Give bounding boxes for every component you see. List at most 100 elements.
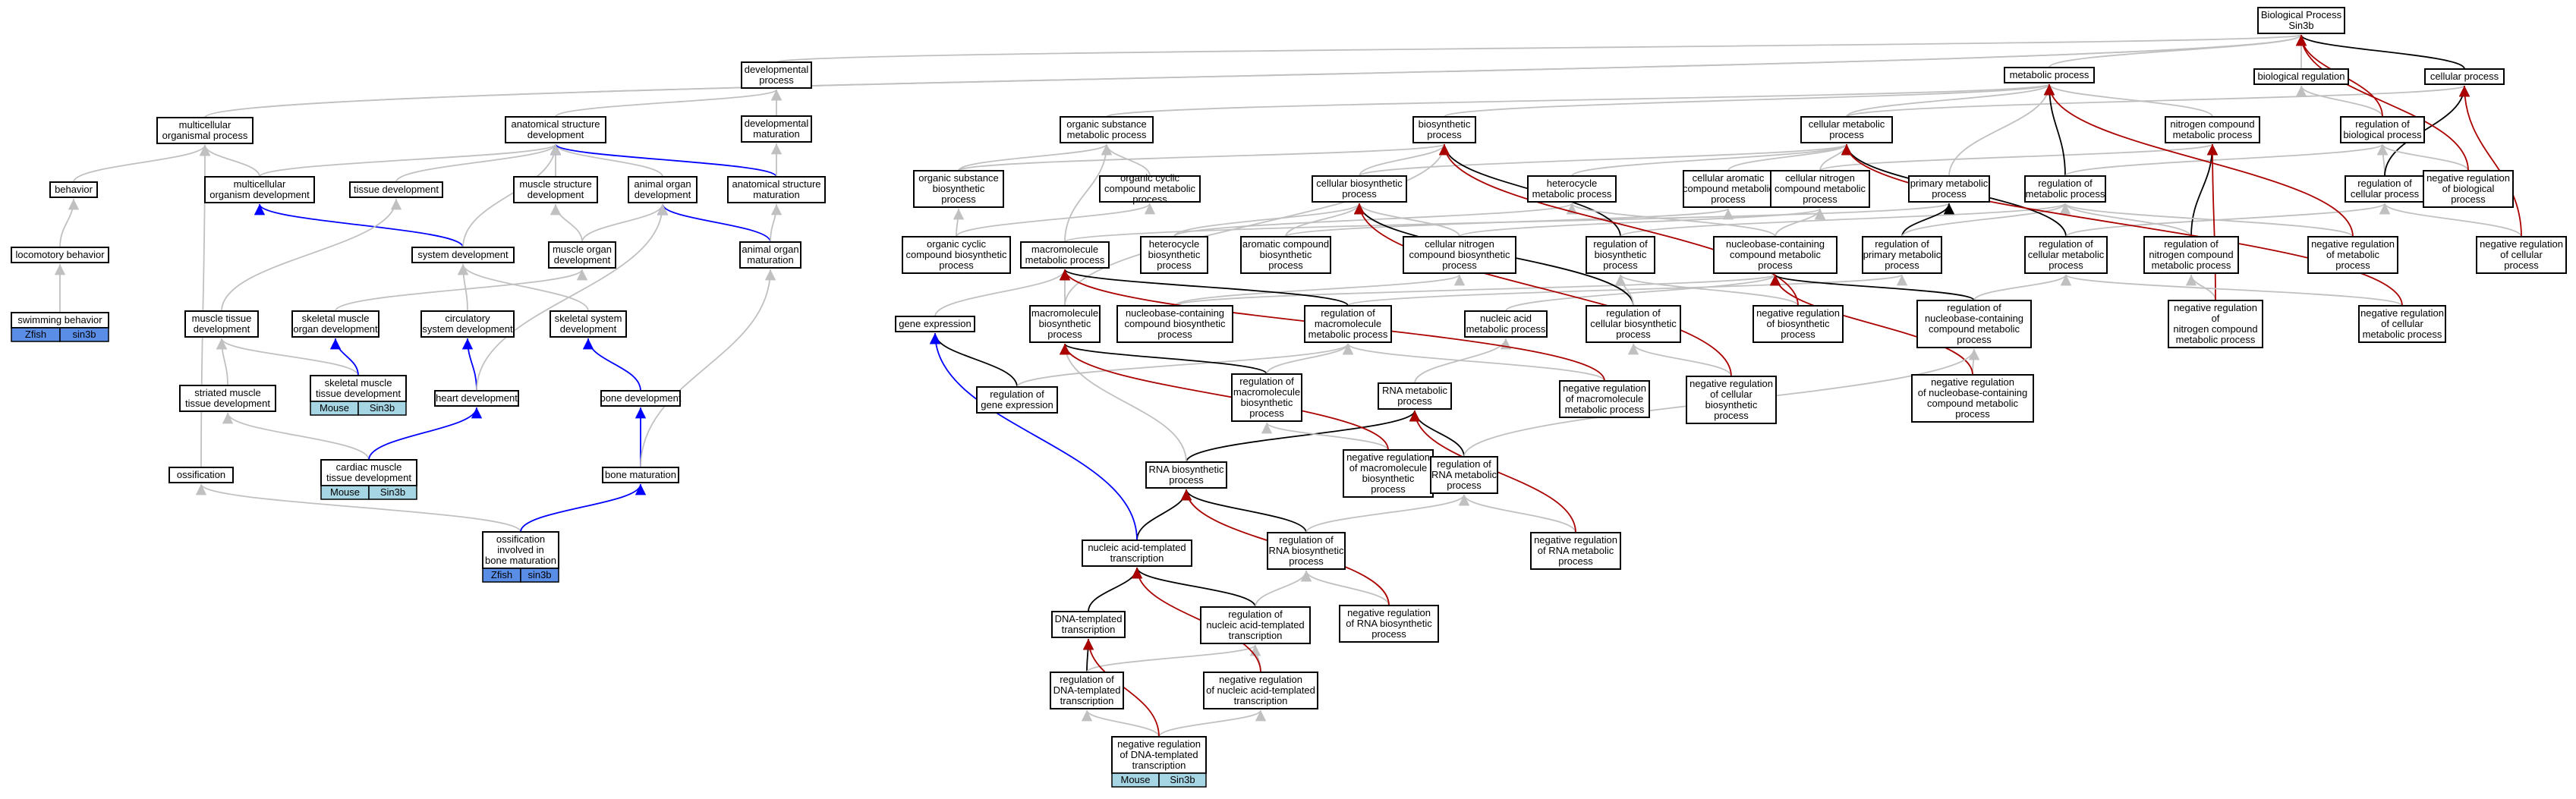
go-term-regnucleobase[interactable]: regulation ofnucleobase-containingcompou… [1916, 300, 2032, 348]
go-term-regmacrobio[interactable]: regulation ofmacromoleculebiosyntheticpr… [1231, 373, 1302, 422]
species-badge-zfish[interactable] [520, 568, 559, 583]
species-badge-zfish[interactable] [59, 327, 109, 342]
species-badge-mouse[interactable] [357, 401, 407, 416]
go-term-bonemat[interactable]: bone maturation [602, 467, 679, 483]
term-label-line: process [2451, 193, 2486, 205]
go-term-bioreg[interactable]: biological regulation [2253, 68, 2349, 85]
species-badge-mouse[interactable] [368, 485, 417, 500]
go-term-locomotory[interactable]: locomotory behavior [11, 247, 109, 263]
go-term-cellproc[interactable]: cellular process [2424, 68, 2505, 85]
go-term-metabolic[interactable]: metabolic process [2004, 67, 2095, 83]
go-term-heartdev[interactable]: heart development [434, 390, 519, 407]
species-badge-label: Mouse [330, 486, 360, 498]
edge-is-a [934, 269, 1071, 317]
go-term-swimming[interactable]: swimming behavior [11, 312, 109, 329]
edge-positively-regulates [461, 338, 477, 392]
go-term-bonedev[interactable]: bone development [600, 390, 682, 407]
go-term-systemdev[interactable]: system development [411, 247, 515, 263]
edge-is-a [216, 338, 228, 386]
term-label-line: aromatic compound [1242, 238, 1329, 250]
term-label-line: transcription [1229, 630, 1283, 641]
go-term-behavior[interactable]: behavior [49, 181, 98, 198]
term-label-line: of biological [2442, 183, 2495, 194]
species-badge-mouse[interactable] [1158, 772, 1207, 788]
go-term-ossification[interactable]: ossification [168, 467, 234, 483]
go-term-geneexp[interactable]: gene expression [895, 316, 975, 332]
go-term-tissuedev[interactable]: tissue development [349, 181, 443, 198]
term-label-line: metabolic process [1067, 129, 1147, 140]
